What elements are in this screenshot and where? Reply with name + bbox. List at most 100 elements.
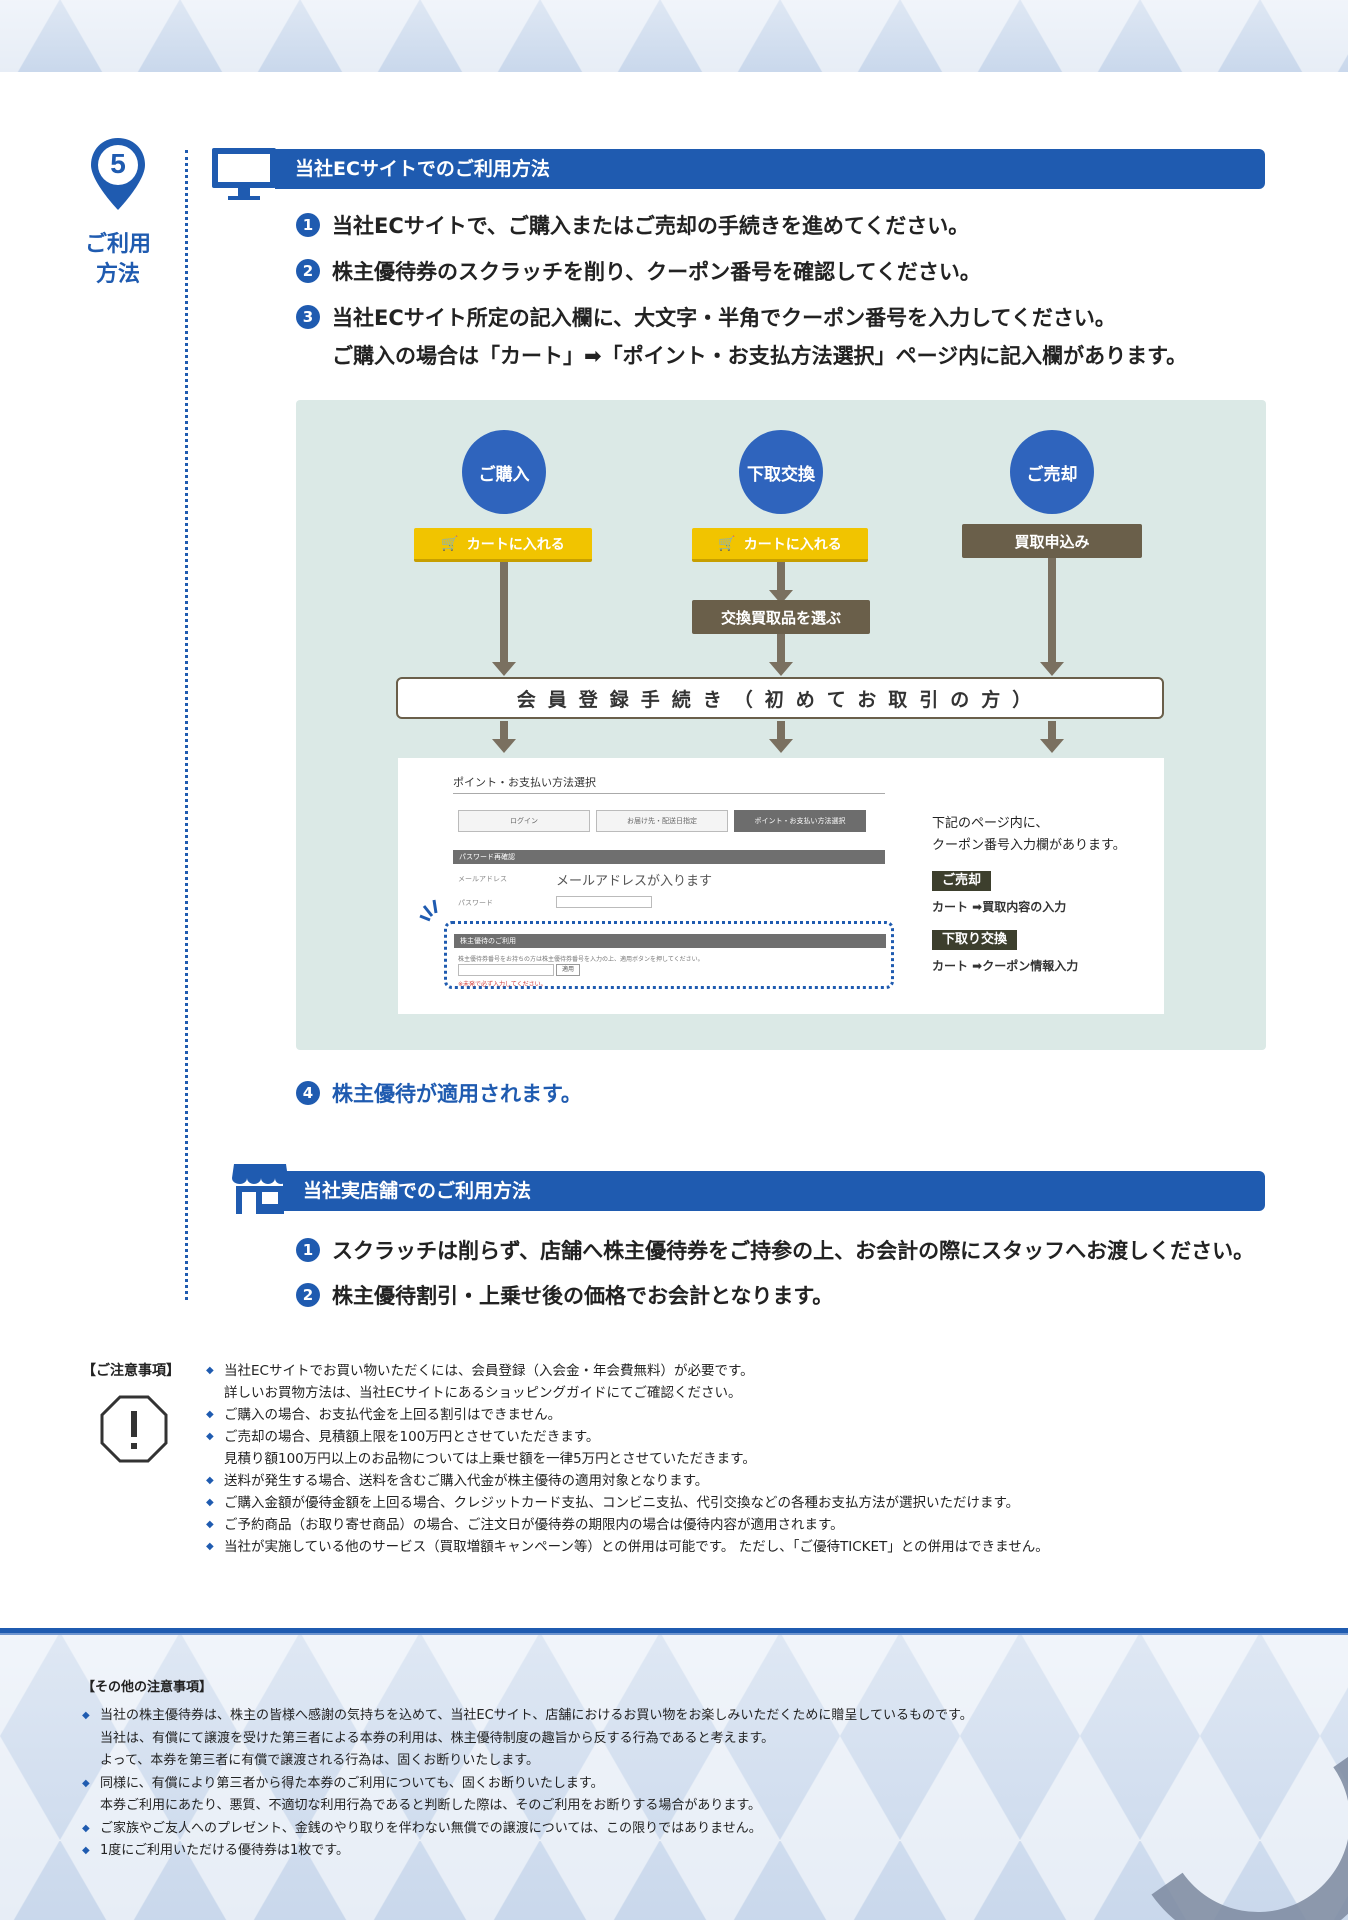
ec-step-text: 株主優待が適用されます。 <box>332 1082 582 1106</box>
step-number: 5 <box>110 148 126 179</box>
cart-button-label: カートに入れる <box>743 536 842 553</box>
store-step-2: 2 株主優待割引・上乗せ後の価格でお会計となります。 <box>296 1280 833 1310</box>
flow-arrow <box>1040 558 1064 676</box>
note-line: 当社の株主優待券は、株主の皆様へ感謝の気持ちを込めて、当社ECサイト、店舗におけ… <box>100 1708 973 1723</box>
coupon-location-line2: クーポン番号入力欄があります。 <box>932 838 1126 853</box>
purchase-cart-button: 🛒 カートに入れる <box>414 528 592 562</box>
ec-step-text: 当社ECサイト所定の記入欄に、大文字・半角でクーポン番号を入力してください。 <box>332 306 1116 330</box>
exclamation-octagon-icon <box>100 1395 168 1463</box>
note-item: 送料が発生する場合、送料を含むご購入代金が株主優待の適用対象となります。 <box>206 1470 1236 1492</box>
payment-page-mockup: ポイント・お支払い方法選択 ログイン お届け先・配送日指定 ポイント・お支払い方… <box>398 758 1164 1014</box>
notes-heading: 【ご注意事項】 <box>82 1363 180 1379</box>
mockup-email-value: メールアドレスが入ります <box>556 874 713 889</box>
sell-tag: ご売却 <box>932 871 992 891</box>
store-section-header: 当社実店舗でのご利用方法 <box>283 1171 1265 1211</box>
note-item: 当社が実施している他のサービス（買取増額キャンペーン等）との併用は可能です。 た… <box>206 1536 1236 1558</box>
note-line: ご予約商品（お取り寄せ商品）の場合、ご注文日が優待券の期限内の場合は優待内容が適… <box>224 1517 844 1533</box>
mockup-password-bar: パスワード再確認 <box>453 850 885 864</box>
trade-tag: 下取り交換 <box>932 930 1018 950</box>
mockup-tab-login: ログイン <box>458 810 590 832</box>
highlight-spark-icon <box>419 899 438 922</box>
store-step-text: 株主優待割引・上乗せ後の価格でお会計となります。 <box>332 1284 834 1308</box>
step-number-badge: 3 <box>296 305 320 329</box>
exchange-cart-button: 🛒 カートに入れる <box>692 528 868 562</box>
note-item: 1度にご利用いただける優待券は1枚です。 <box>82 1840 1122 1863</box>
flow-arrow <box>1040 721 1064 753</box>
note-line: ご売却の場合、見積額上限を100万円とさせていただきます。 <box>224 1429 600 1445</box>
ec-step-text: 株主優待券のスクラッチを削り、クーポン番号を確認してください。 <box>332 260 981 284</box>
ec-step-4: 4 株主優待が適用されます。 <box>296 1078 582 1108</box>
dotted-timeline <box>185 150 188 1300</box>
top-pattern-band <box>0 0 1348 72</box>
note-line: 当社が実施している他のサービス（買取増額キャンペーン等）との併用は可能です。 た… <box>224 1539 1049 1555</box>
sell-path: カート ➡買取内容の入力 <box>932 900 1067 914</box>
store-step-text: スクラッチは削らず、店舗へ株主優待券をご持参の上、お会計の際にスタッフへお渡しく… <box>332 1239 1255 1263</box>
step-label-line2: 方法 <box>95 262 140 287</box>
step-number-badge: 2 <box>296 1283 320 1307</box>
note-line: 当社ECサイトでお買い物いただくには、会員登録（入会金・年会費無料）が必要です。 <box>224 1363 754 1379</box>
note-line: 送料が発生する場合、送料を含むご購入代金が株主優待の適用対象となります。 <box>224 1473 709 1489</box>
step-number-badge: 2 <box>296 259 320 283</box>
storefront-icon <box>232 1164 288 1214</box>
step-number-badge: 1 <box>296 213 320 237</box>
ec-step-text: 当社ECサイトで、ご購入またはご売却の手続きを進めてください。 <box>332 214 970 238</box>
other-notes-heading: 【その他の注意事項】 <box>82 1680 213 1695</box>
other-notes-list: 当社の株主優待券は、株主の皆様へ感謝の気持ちを込めて、当社ECサイト、店舗におけ… <box>82 1705 1122 1863</box>
notes-list: 当社ECサイトでお買い物いただくには、会員登録（入会金・年会費無料）が必要です。… <box>206 1360 1236 1558</box>
note-item: ご売却の場合、見積額上限を100万円とさせていただきます。見積り額100万円以上… <box>206 1426 1236 1470</box>
buy-request-button: 買取申込み <box>962 524 1142 558</box>
coupon-location-text: 下記のページ内に、 クーポン番号入力欄があります。 <box>932 813 1126 857</box>
note-line: 詳しいお買物方法は、当社ECサイトにあるショッピングガイドにてご確認ください。 <box>224 1385 742 1401</box>
note-line: ご購入の場合、お支払代金を上回る割引はできません。 <box>224 1407 562 1423</box>
flow-arrow <box>769 634 793 676</box>
mockup-required-note: ※未発で必ず入力してください。 <box>458 981 547 988</box>
note-line: よって、本券を第三者に有償で譲渡される行為は、固くお断りいたします。 <box>100 1753 540 1768</box>
mockup-apply-button: 適用 <box>556 964 580 976</box>
purchase-circle: ご購入 <box>462 430 546 514</box>
note-item: 同様に、有償により第三者から得た本券のご利用についても、固くお断りいたします。本… <box>82 1773 1122 1818</box>
note-line: 見積り額100万円以上のお品物については上乗せ額を一律5万円とさせていただきます… <box>224 1451 756 1467</box>
mockup-coupon-bar: 株主優待のご利用 <box>454 934 886 948</box>
coupon-location-line1: 下記のページ内に、 <box>932 816 1049 831</box>
cart-icon: 🛒 <box>718 535 736 552</box>
location-pin-icon: 5 <box>88 136 148 212</box>
ec-step-1: 1 当社ECサイトで、ご購入またはご売却の手続きを進めてください。 <box>296 210 969 240</box>
note-line: 当社は、有償にて譲渡を受けた第三者による本券の利用は、株主優待制度の趣旨から反す… <box>100 1730 775 1746</box>
mockup-password-label: パスワード <box>458 899 493 907</box>
flow-arrow <box>769 721 793 753</box>
coupon-highlight-box <box>444 921 894 989</box>
flow-arrow <box>769 562 793 604</box>
store-step-1: 1 スクラッチは削らず、店舗へ株主優待券をご持参の上、お会計の際にスタッフへお渡… <box>296 1235 1254 1265</box>
flow-arrow <box>492 721 516 753</box>
mockup-coupon-note: 株主優待券番号をお持ちの方は株主優待券番号を入力の上、適用ボタンを押してください… <box>458 956 704 963</box>
monitor-icon <box>212 148 276 200</box>
cart-button-label: カートに入れる <box>466 536 565 553</box>
note-item: ご購入の場合、お支払代金を上回る割引はできません。 <box>206 1404 1236 1426</box>
step-label: ご利用 方法 <box>72 230 164 290</box>
ec-step-2: 2 株主優待券のスクラッチを削り、クーポン番号を確認してください。 <box>296 256 981 286</box>
cart-icon: 🛒 <box>441 535 459 552</box>
note-item: ご予約商品（お取り寄せ商品）の場合、ご注文日が優待券の期限内の場合は優待内容が適… <box>206 1514 1236 1536</box>
flow-arrow <box>492 562 516 676</box>
note-item: 当社の株主優待券は、株主の皆様へ感謝の気持ちを込めて、当社ECサイト、店舗におけ… <box>82 1705 1122 1773</box>
choose-trade-button: 交換買取品を選ぶ <box>692 600 870 634</box>
member-registration-bar: 会員登録手続き（初めてお取引の方） <box>396 677 1164 719</box>
note-item: ご家族やご友人へのプレゼント、金銭のやり取りを伴わない無償での譲渡については、こ… <box>82 1818 1122 1841</box>
mockup-password-input <box>556 896 652 908</box>
exchange-circle: 下取交換 <box>739 430 823 514</box>
mockup-divider <box>453 793 885 794</box>
note-item: 当社ECサイトでお買い物いただくには、会員登録（入会金・年会費無料）が必要です。… <box>206 1360 1236 1404</box>
note-line: 1度にご利用いただける優待券は1枚です。 <box>100 1843 349 1858</box>
note-line: 同様に、有償により第三者から得た本券のご利用についても、固くお断りいたします。 <box>100 1775 604 1791</box>
mockup-email-label: メールアドレス <box>458 875 507 883</box>
note-line: 本券ご利用にあたり、悪質、不適切な利用行為であると判断した際は、そのご利用をお断… <box>100 1798 762 1813</box>
step-label-line1: ご利用 <box>84 232 151 257</box>
sell-circle: ご売却 <box>1010 430 1094 514</box>
mockup-tab-payment: ポイント・お支払い方法選択 <box>734 810 866 832</box>
trade-path: カート ➡クーポン情報入力 <box>932 959 1079 973</box>
ec-step-3-sub: ご購入の場合は「カート」➡「ポイント・お支払方法選択」ページ内に記入欄があります… <box>332 344 1188 368</box>
step-number-badge: 1 <box>296 1238 320 1262</box>
step-number-badge: 4 <box>296 1081 320 1105</box>
note-line: ご購入金額が優待金額を上回る場合、クレジットカード支払、コンビニ支払、代引交換な… <box>224 1495 1020 1511</box>
ec-section-header: 当社ECサイトでのご利用方法 <box>275 149 1265 189</box>
